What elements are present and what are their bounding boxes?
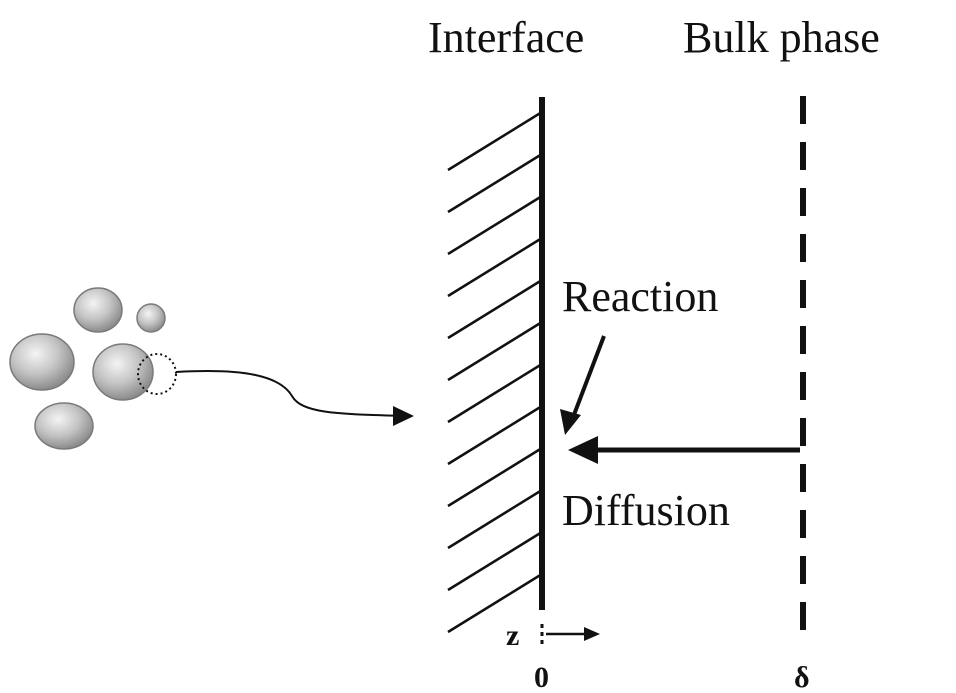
transfer-arrowhead-icon: [393, 406, 414, 426]
reaction-label: Reaction: [562, 272, 718, 321]
delta-label: δ: [794, 661, 810, 693]
bubble-cluster-icon: [9, 287, 177, 450]
reaction-arrow: [570, 335, 606, 421]
bubble: [92, 343, 154, 401]
bubble: [9, 333, 75, 391]
diffusion-label: Diffusion: [562, 486, 730, 535]
bubble: [34, 402, 94, 450]
dotted-bubble-outline: [137, 353, 177, 395]
bubble: [136, 303, 166, 333]
interface-label: Interface: [428, 13, 584, 62]
origin-label: 0: [534, 661, 549, 693]
bubble: [73, 287, 123, 333]
z-axis-arrowhead-icon: [584, 627, 600, 641]
diffusion-arrowhead-icon: [568, 436, 598, 464]
bulk-phase-label: Bulk phase: [683, 13, 880, 62]
hatched-wall-icon: [447, 110, 543, 634]
transfer-path-arrow: [175, 370, 406, 417]
reaction-arrowhead-icon: [560, 409, 581, 435]
z-axis-label: z: [506, 619, 519, 652]
